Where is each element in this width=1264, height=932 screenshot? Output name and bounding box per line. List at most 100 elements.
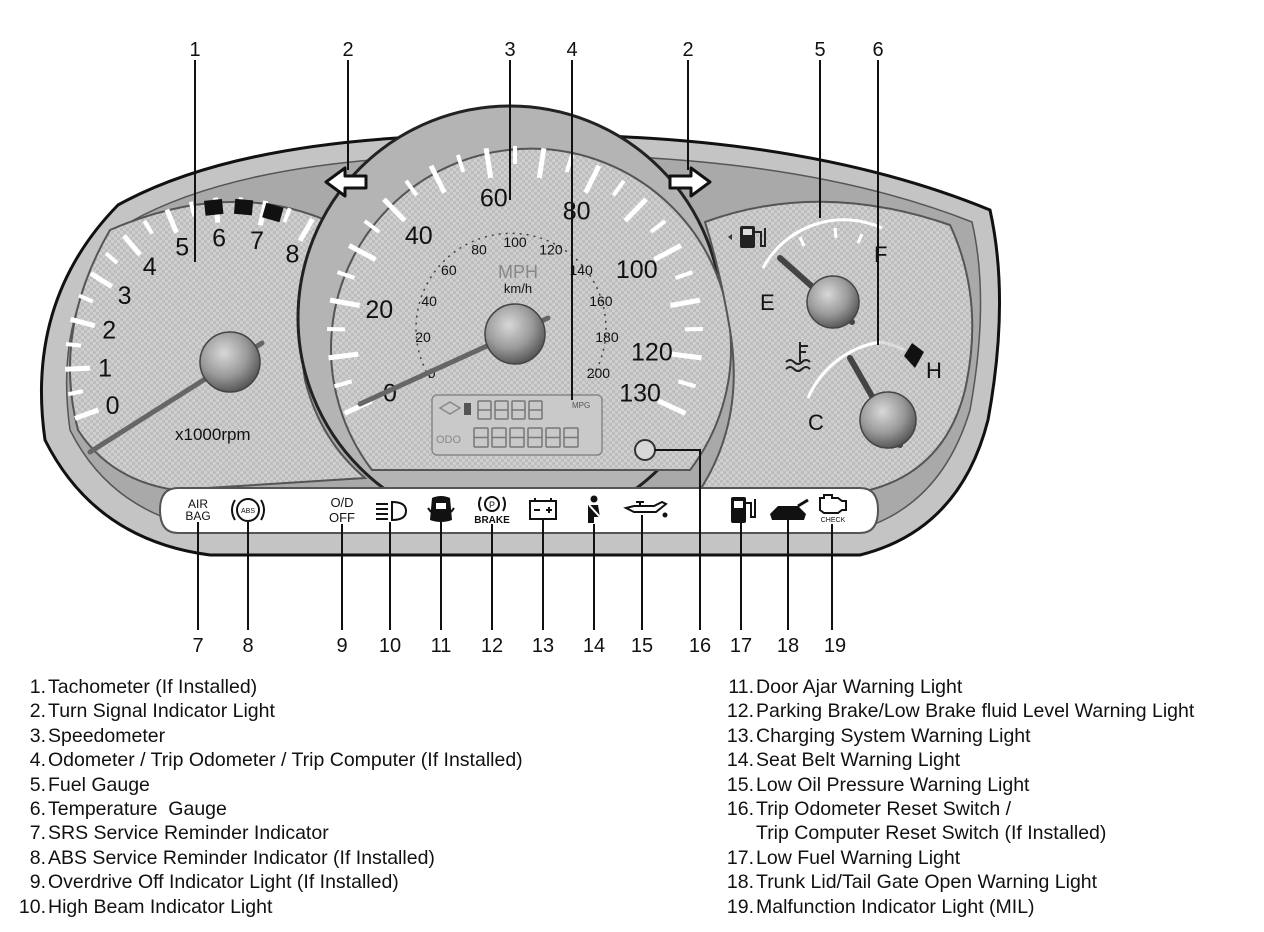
legend-item: 7.SRS Service Reminder Indicator	[10, 821, 523, 845]
speedo-inner-label: 140	[569, 262, 593, 278]
speedo-tick	[347, 243, 377, 262]
seat-belt-icon	[588, 495, 601, 523]
lcd-odo-label: ODO	[436, 434, 462, 446]
tach-tick	[142, 219, 154, 235]
callout-16: 16	[689, 635, 711, 657]
legend-text: Trip Odometer Reset Switch /	[756, 797, 1012, 820]
legend-text: Door Ajar Warning Light	[756, 676, 963, 698]
tach-label: 5	[175, 234, 189, 262]
legend-item: 17.Low Fuel Warning Light	[710, 846, 1194, 870]
legend-text: Fuel Gauge	[48, 773, 150, 796]
fuel-needle-hub	[806, 275, 860, 329]
legend-item: 13.Charging System Warning Light	[710, 724, 1194, 748]
callout-2-right: 2	[682, 39, 693, 61]
tach-tick	[67, 389, 84, 397]
speedo-mph-label: MPH	[498, 262, 538, 282]
tach-tick	[65, 342, 82, 348]
legend-item: Trip Computer Reset Switch (If Installed…	[710, 821, 1194, 845]
callout-18: 18	[777, 635, 799, 657]
legend-item: 9.Overdrive Off Indicator Light (If Inst…	[10, 870, 523, 894]
speedo-tick	[336, 270, 356, 280]
speedo-tick	[623, 197, 648, 223]
legend-number: 10.	[18, 895, 46, 918]
abs-text: ABS	[241, 508, 255, 515]
tach-tick	[78, 293, 94, 304]
legend-text: Trip Computer Reset Switch (If Installed…	[756, 822, 1107, 845]
legend-number: 6.	[29, 797, 46, 820]
fuel-empty-label: E	[760, 290, 775, 315]
legend-number: 19.	[726, 895, 754, 918]
legend-text: Tachometer (If Installed)	[48, 676, 258, 698]
speedo-tick	[404, 179, 419, 197]
tach-tick	[65, 365, 91, 372]
legend-text: Low Fuel Warning Light	[756, 846, 961, 869]
legend-number: 18.	[726, 871, 754, 894]
legend-left-column: 1.Tachometer (If Installed) 2.Turn Signa…	[10, 675, 523, 919]
tach-needle-hub	[199, 331, 261, 393]
speedo-tick	[329, 297, 361, 308]
check-engine-icon: CHECK	[819, 494, 847, 524]
callout-4: 4	[566, 39, 577, 61]
door-ajar-icon	[427, 496, 455, 522]
temp-needle-hub	[859, 391, 917, 449]
speedo-label: 80	[563, 198, 591, 226]
speedo-label: 120	[631, 339, 673, 367]
redline-block	[262, 202, 284, 223]
legend-item: 6.Temperature Gauge	[10, 797, 523, 821]
tach-redline-zone	[204, 198, 284, 223]
speedo-tick	[611, 179, 626, 197]
brake-p-text: P	[489, 500, 495, 510]
low-fuel-icon	[731, 497, 756, 523]
tach-label: 4	[143, 253, 157, 281]
lcd-mpg-label: MPG	[572, 401, 590, 410]
oil-pressure-icon	[623, 500, 668, 518]
speedo-tick	[677, 379, 697, 389]
tach-label: 1	[98, 354, 112, 382]
callout-3: 3	[504, 39, 515, 61]
legend-text: Speedometer	[48, 724, 166, 747]
speedo-needle-hub	[484, 303, 546, 365]
legend-number: 17.	[726, 846, 754, 869]
speedo-inner-label: 120	[539, 241, 563, 257]
legend-number: 12.	[726, 700, 754, 723]
legend-number: 5.	[29, 773, 46, 796]
legend-item: 14.Seat Belt Warning Light	[710, 748, 1194, 772]
temp-hot-zone	[904, 343, 924, 368]
speedo-tick	[428, 164, 447, 194]
speedo-label: 20	[365, 296, 393, 324]
legend-right-column: 11.Door Ajar Warning Light 12.Parking Br…	[710, 675, 1194, 919]
warning-indicator-strip: AIR BAG ABS O/D OFF P	[158, 487, 880, 534]
legend-number: 13.	[726, 724, 754, 747]
callout-15: 15	[631, 635, 653, 657]
legend-text: Odometer / Trip Odometer / Trip Computer…	[48, 749, 523, 772]
legend-number: 4.	[29, 749, 46, 772]
speedo-tick	[328, 351, 359, 361]
speedo-tick	[363, 219, 381, 234]
legend-number: 15.	[726, 773, 754, 796]
legend-item: 15.Low Oil Pressure Warning Light	[710, 773, 1194, 797]
speedo-inner-label: 40	[421, 293, 437, 309]
callout-1: 1	[189, 39, 200, 61]
legend-text: SRS Service Reminder Indicator	[48, 822, 329, 845]
trip-reset-button[interactable]	[634, 439, 656, 461]
callout-19: 19	[824, 635, 846, 657]
airbag-warning-icon: AIR BAG	[185, 497, 210, 523]
tach-tick	[188, 201, 197, 217]
legend-number: 7.	[29, 822, 46, 845]
speedo-label: 40	[405, 222, 433, 250]
speedo-tick	[674, 270, 694, 280]
speedo-label: 60	[480, 185, 508, 213]
legend-text: Temperature Gauge	[48, 797, 227, 820]
temp-hot-label: H	[926, 358, 942, 383]
legend-number: 11.	[728, 676, 754, 698]
speedo-tick	[333, 379, 353, 389]
tach-tick	[282, 207, 292, 223]
callout-7: 7	[192, 635, 203, 657]
legend-number: 8.	[29, 846, 46, 869]
airbag-text-top: AIR	[188, 497, 208, 511]
callout-12: 12	[481, 635, 503, 657]
tach-label: 8	[286, 241, 300, 269]
tach-label: 7	[250, 227, 264, 255]
trunk-open-icon	[770, 498, 809, 520]
